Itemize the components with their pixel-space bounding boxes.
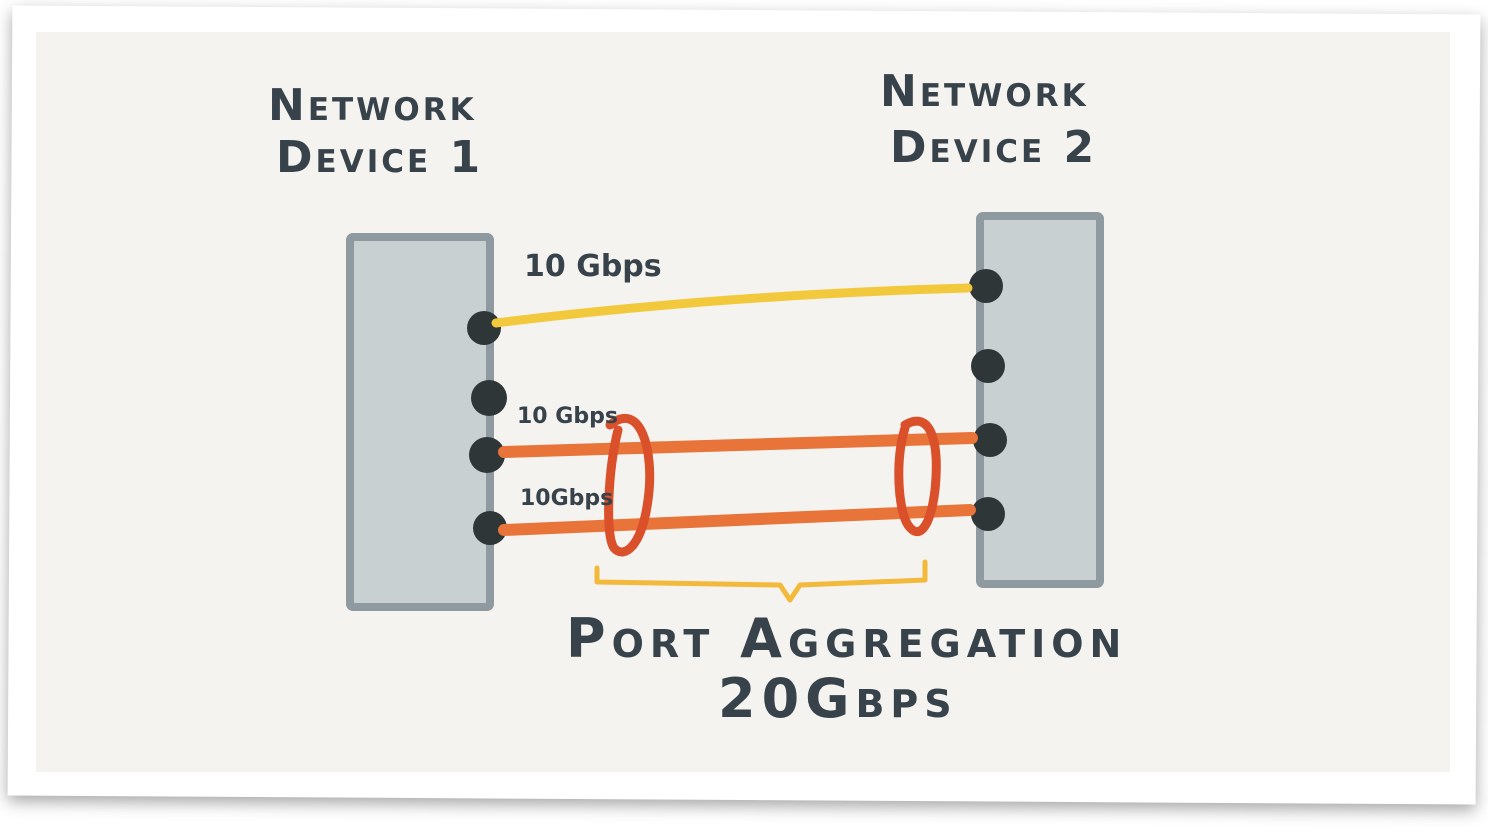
link-2 xyxy=(498,432,978,458)
device-1-port-2 xyxy=(471,380,507,416)
device-2-port-1 xyxy=(969,269,1003,303)
device-1-title-line2: Device 1 xyxy=(276,132,484,183)
aggregation-ring-right xyxy=(894,416,941,536)
link-3 xyxy=(498,504,976,536)
link-2-speed: 10 Gbps xyxy=(517,404,618,429)
device-1-port-3 xyxy=(469,437,505,473)
device-2-box xyxy=(976,212,1104,588)
sketch-canvas xyxy=(36,32,1450,772)
link-1 xyxy=(491,283,973,328)
aggregation-title: Port Aggregation xyxy=(566,607,1128,670)
aggregation-ring-left xyxy=(604,413,655,557)
device-2 xyxy=(969,212,1104,588)
device-1-title-line1: Network xyxy=(268,80,477,131)
link-1-speed: 10 Gbps xyxy=(524,249,662,284)
device-1-port-1 xyxy=(467,311,501,345)
aggregation-brace xyxy=(594,559,928,603)
device-2-port-2 xyxy=(971,349,1005,383)
device-1-box xyxy=(346,233,494,611)
device-2-title-line1: Network xyxy=(880,66,1089,117)
link-3-speed: 10Gbps xyxy=(520,486,614,511)
device-2-title-line2: Device 2 xyxy=(890,122,1098,173)
device-1-port-4 xyxy=(473,511,507,545)
device-1 xyxy=(346,233,507,611)
aggregation-total: 20Gbps xyxy=(718,667,958,730)
device-2-port-3 xyxy=(973,423,1007,457)
device-2-port-4 xyxy=(971,497,1005,531)
